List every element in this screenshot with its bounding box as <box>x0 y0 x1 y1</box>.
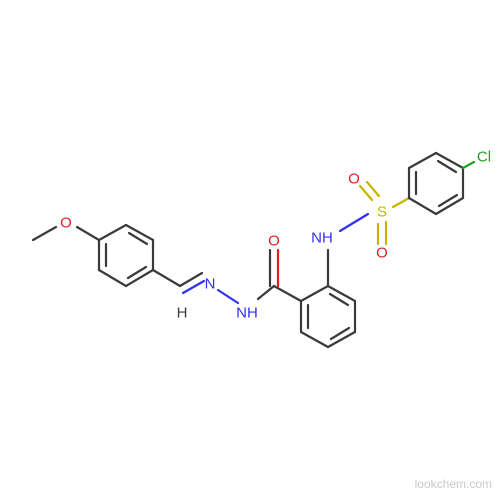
atom-nh-sulfonamide: NH <box>311 230 333 247</box>
bond-s-o-top-a <box>358 184 374 202</box>
bond-nh-s <box>338 212 370 233</box>
atom-cl: Cl <box>477 149 491 166</box>
bond-ch-n-2 <box>181 279 206 295</box>
ring-chlorophenyl <box>407 151 465 216</box>
ring-methoxyphenyl <box>97 223 155 288</box>
bond-s-o-top-b <box>365 180 381 198</box>
bond-n-nh <box>216 288 240 305</box>
ring-benzamide <box>272 284 357 349</box>
bond-ch-n-1 <box>178 271 204 288</box>
atom-o-methoxy: O <box>60 215 72 232</box>
bond-ring1-ch <box>151 268 182 288</box>
atom-o-s-bottom: O <box>376 245 388 262</box>
bond-s-ring3 <box>391 196 411 209</box>
atom-o-s-top: O <box>348 171 360 188</box>
atom-n-imine: N <box>205 276 216 293</box>
bond-o-ring1 <box>75 225 101 242</box>
atom-o-carbonyl: O <box>268 233 280 250</box>
atom-nh-amide: NH <box>236 305 258 322</box>
watermark: lookchem.com <box>415 477 492 491</box>
bond-nh-carbonyl <box>256 284 276 301</box>
bond-ring3-cl <box>461 160 476 170</box>
atom-s: S <box>377 204 387 221</box>
bond-methyl-o <box>31 225 58 242</box>
atom-h-imine: H <box>177 305 188 322</box>
